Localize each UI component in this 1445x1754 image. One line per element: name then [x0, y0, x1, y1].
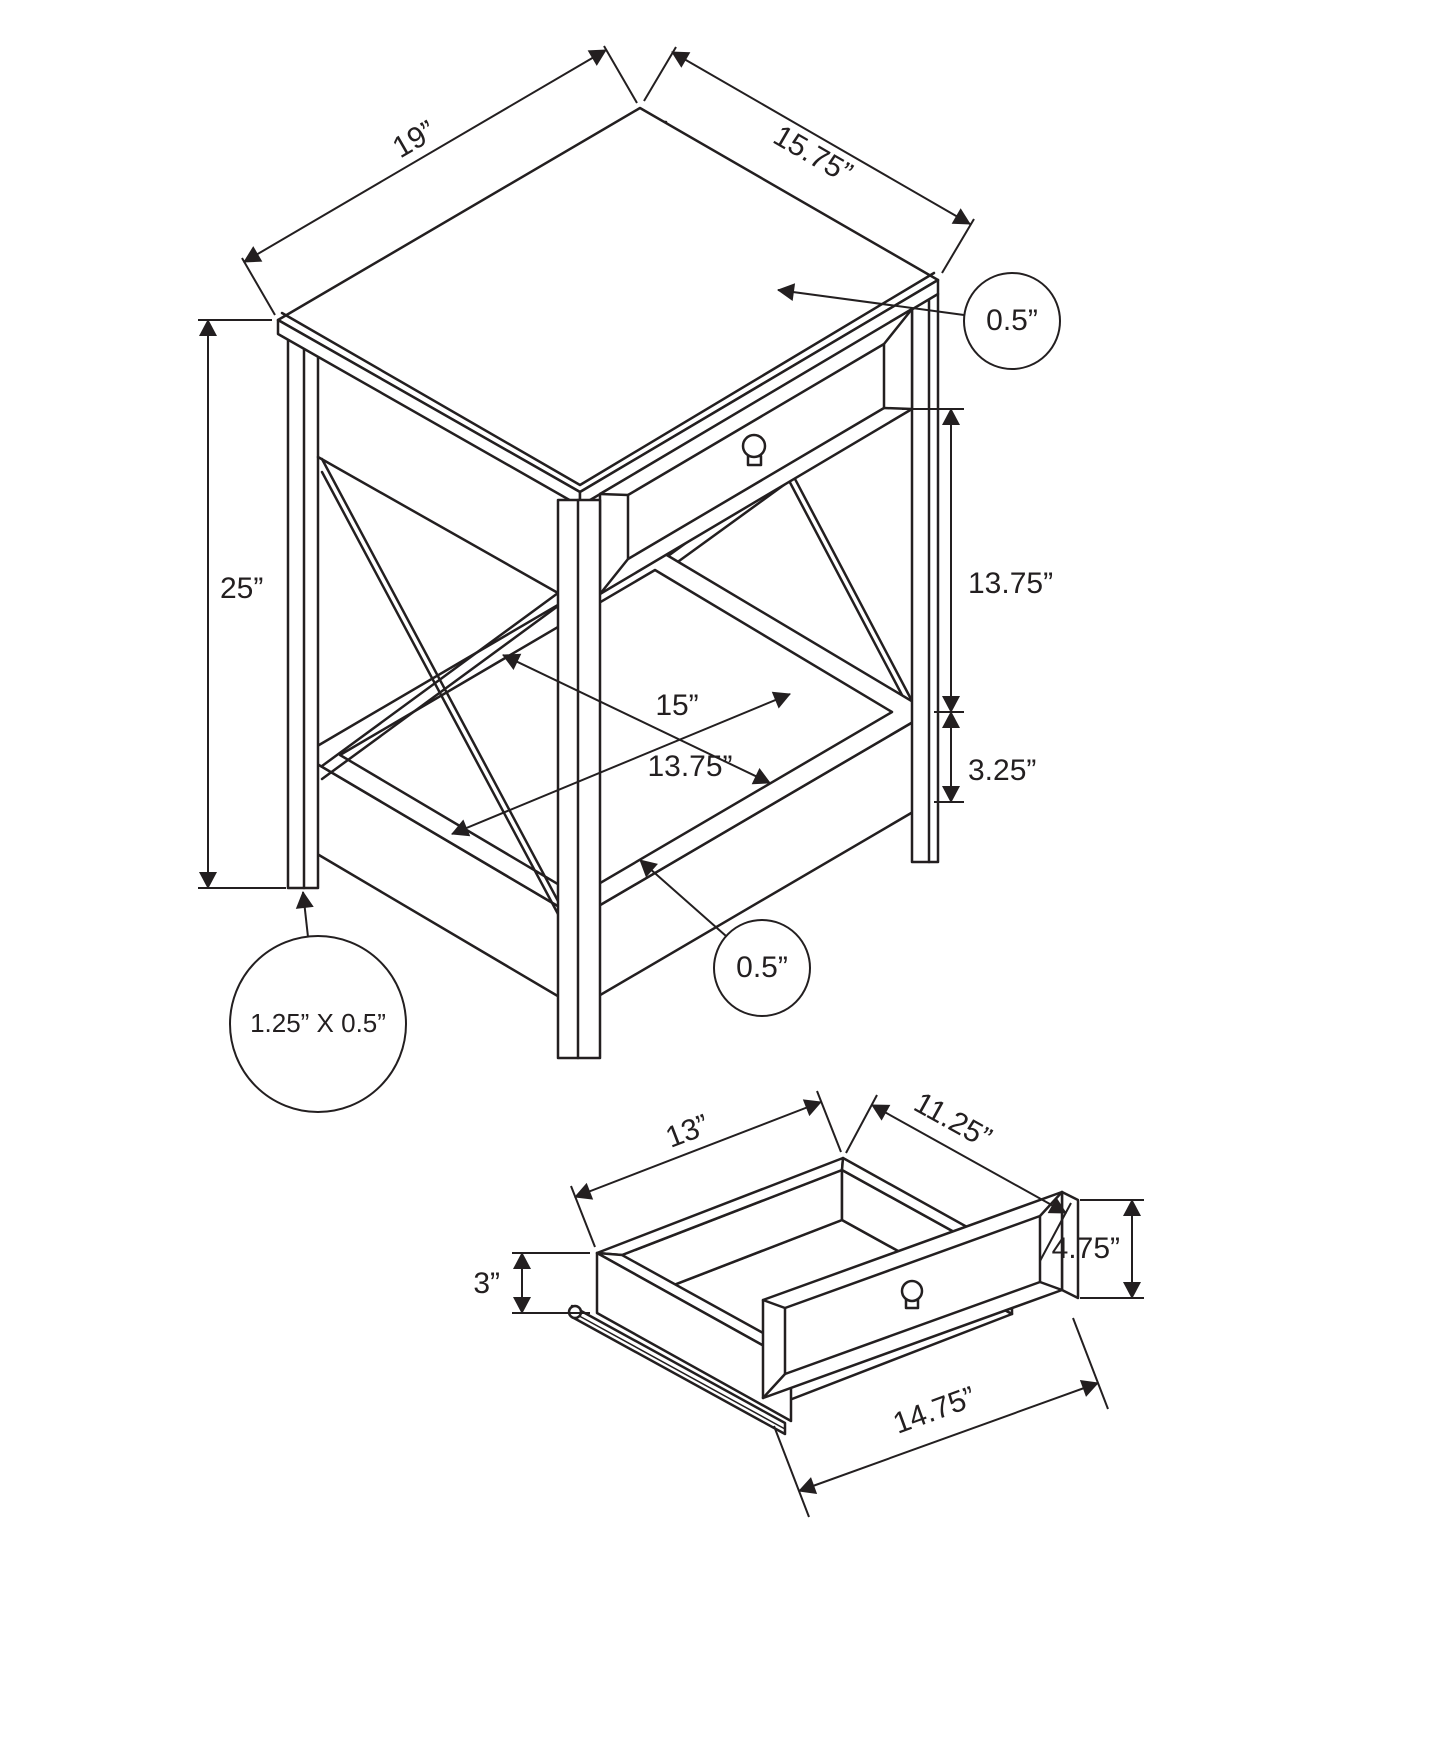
extension-line — [1072, 1317, 1109, 1410]
dim-label-shelf-depth: 13.75” — [647, 750, 732, 783]
dim-label-drawer-side-height: 3” — [473, 1267, 500, 1300]
slide-rail-track-line — [571, 1311, 786, 1430]
dim-label-drawer-opening-width: 13” — [661, 1108, 713, 1154]
side-brace-edge — [320, 604, 560, 781]
extension-line — [816, 1090, 842, 1153]
dim-label-height: 25” — [220, 572, 263, 605]
drawer-front-bevel-edge — [598, 492, 630, 497]
extension-line — [570, 1185, 596, 1248]
dim-label-shelf-apron: 3.25” — [968, 754, 1036, 787]
extension-line — [603, 45, 638, 104]
extension-line — [643, 46, 677, 102]
drawer-front-bevel-edge — [598, 557, 630, 596]
dim-label-leg-size: 1.25” X 0.5” — [250, 1008, 386, 1038]
right-leg-body — [910, 292, 940, 864]
dim-label-shelf-length: 15” — [655, 689, 698, 722]
drawer-front-bevel-edge — [882, 307, 914, 346]
dim-label-top-depth: 19” — [387, 115, 441, 165]
dim-shelf-depth: 13.75” — [451, 691, 791, 837]
table-isometric-view — [276, 106, 940, 1060]
leader-arrow-line — [295, 891, 314, 938]
dimension-arrow-line — [574, 1099, 822, 1200]
shelf-inner-panel — [338, 568, 894, 898]
front-leg — [556, 498, 602, 1060]
drawer-knob — [741, 433, 767, 459]
extension-line — [241, 257, 276, 316]
extension-line — [845, 1094, 878, 1154]
callout-circle — [713, 919, 811, 1017]
extension-line — [773, 1425, 810, 1518]
table-dimensions: 19” 15.75” 0.5” 25” 13.75” — [198, 45, 1061, 1113]
left-leg — [286, 332, 320, 890]
dim-label-drawer-to-shelf: 13.75” — [968, 567, 1053, 600]
dim-label-top-width: 15.75” — [768, 119, 858, 190]
dim-drawer-to-shelf: 13.75” — [902, 408, 1053, 713]
dimension-arrow-line — [243, 49, 607, 263]
dim-drawer-front-height: 4.75” — [1052, 1199, 1144, 1299]
dim-label-shelf-thickness: 0.5” — [736, 951, 788, 984]
callout-circle — [963, 272, 1061, 370]
dim-label-drawer-side-depth: 11.25” — [909, 1086, 997, 1155]
drawer-detail-view — [567, 1156, 1080, 1436]
left-apron-bottom-edge — [316, 455, 560, 595]
drawer-left-wall-outer — [595, 1251, 793, 1423]
extension-line — [941, 218, 975, 274]
dimension-arrow-line — [871, 1104, 1067, 1214]
drawer-front-bevel-edge — [761, 1298, 787, 1310]
drawer-front-bevel-edge — [761, 1372, 787, 1400]
dim-drawer-side-height: 3” — [473, 1252, 590, 1314]
drawer-front-bevel-edge — [1038, 1280, 1064, 1292]
side-brace-edge — [320, 591, 560, 768]
drawer-front-panel — [761, 1190, 1080, 1400]
leader-arrow-line — [639, 859, 727, 937]
drawer-knob — [900, 1279, 924, 1303]
dimension-arrow-line — [451, 691, 791, 837]
leader-arrow-line — [777, 283, 965, 316]
callout-circle — [229, 935, 407, 1113]
dim-shelf-apron: 3.25” — [934, 711, 1036, 803]
right-leg — [910, 292, 940, 864]
lower-shelf — [300, 546, 932, 1010]
dimension-arrow-line — [671, 51, 971, 225]
dim-height: 25” — [198, 319, 286, 889]
callout-leg-size: 1.25” X 0.5” — [229, 891, 407, 1113]
dimension-arrow-line — [798, 1379, 1099, 1495]
callout-top-thickness: 0.5” — [777, 272, 1061, 370]
dim-label-top-thickness: 0.5” — [986, 304, 1038, 337]
dim-label-drawer-front-height: 4.75” — [1052, 1232, 1120, 1265]
table-top-inset-line — [280, 271, 936, 487]
callout-shelf-thickness: 0.5” — [639, 859, 811, 1017]
